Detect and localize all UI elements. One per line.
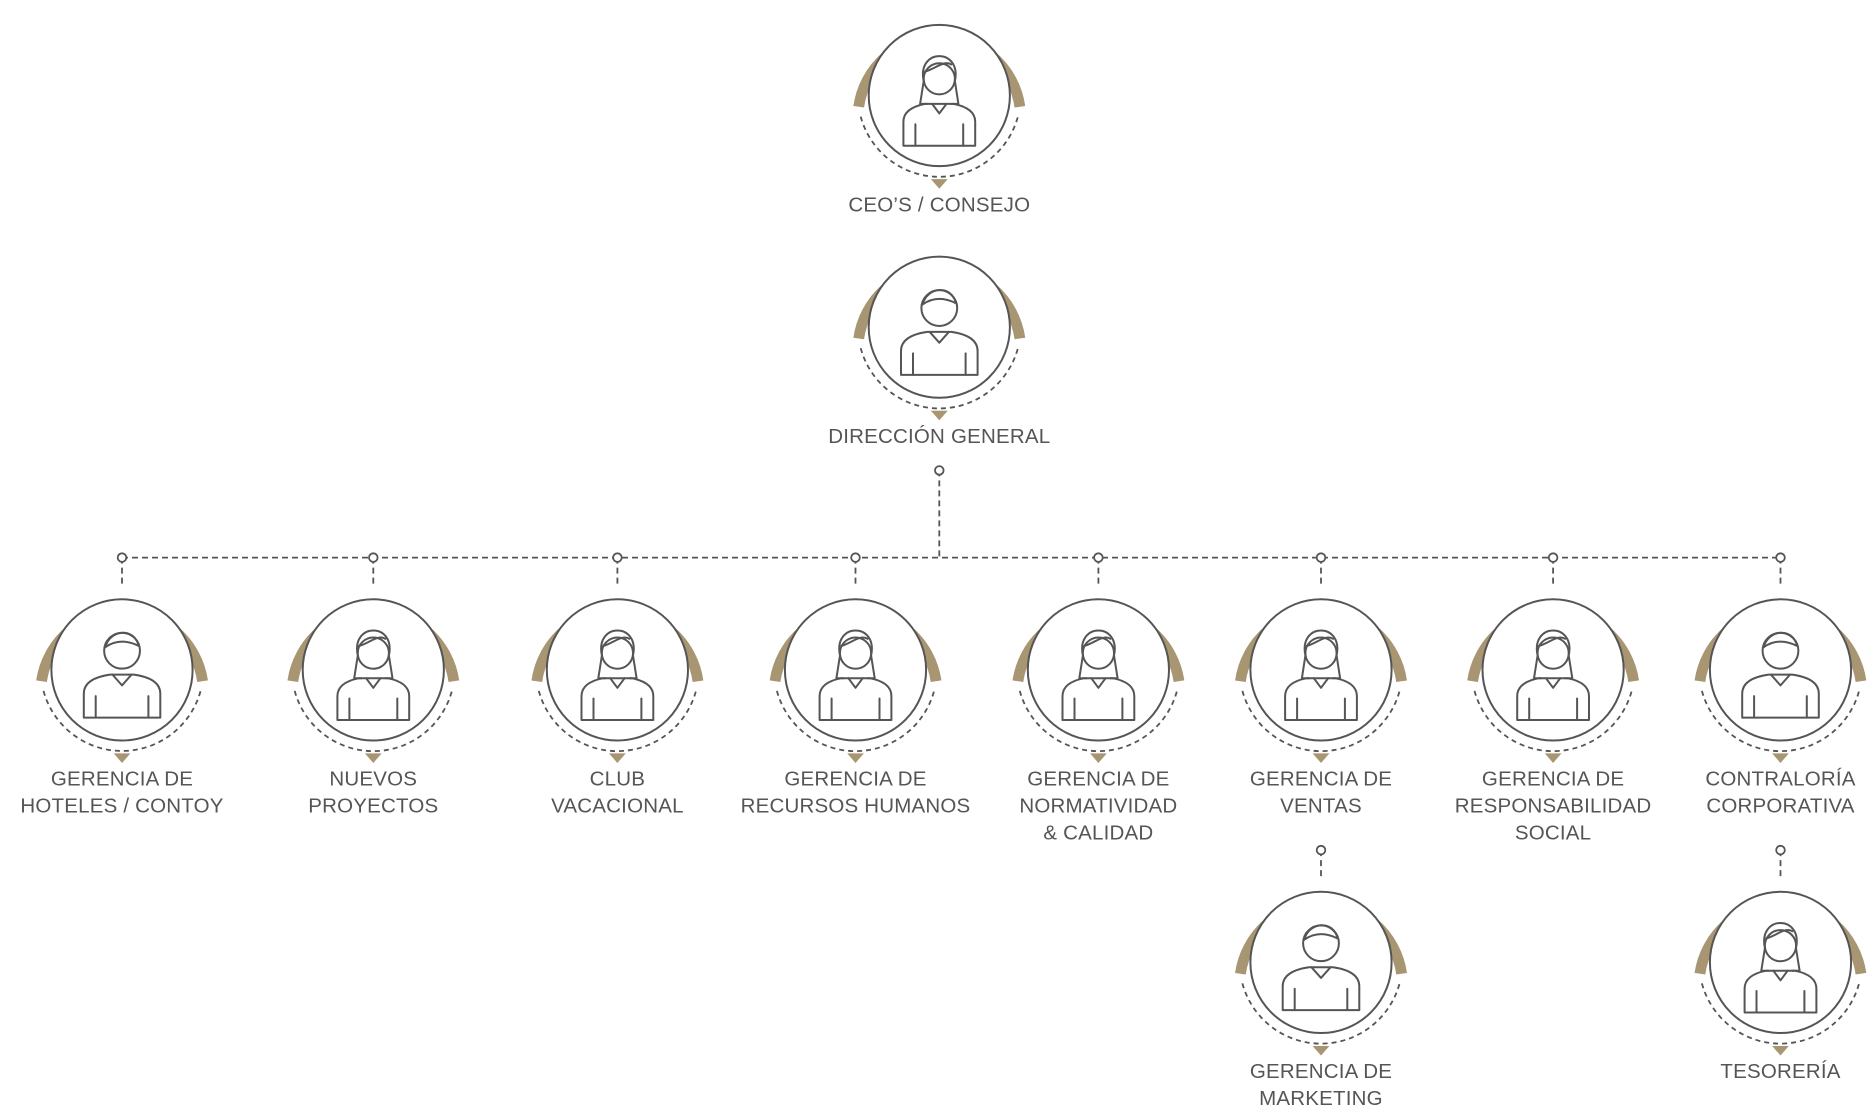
node-label-line: TESORERÍA bbox=[1720, 1060, 1840, 1083]
pointer-triangle-icon bbox=[930, 179, 948, 189]
pointer-triangle-icon bbox=[930, 410, 948, 421]
dashed-arc bbox=[1473, 690, 1633, 752]
avatar-circle bbox=[1249, 890, 1393, 1035]
pointer-triangle-icon bbox=[1772, 753, 1789, 763]
org-node-rrhh: GERENCIA DE RECURSOS HUMANOS bbox=[741, 598, 971, 818]
dashed-arc bbox=[859, 347, 1019, 410]
node-label-line: GERENCIA DE bbox=[1027, 768, 1169, 791]
nodes-layer: CEO’S / CONSEJO DIRECCIÓN GENERAL GERENCIA… bbox=[20, 23, 1867, 1110]
dashed-arc bbox=[776, 690, 935, 752]
female-person-icon bbox=[580, 629, 655, 721]
node-label-line: VACACIONAL bbox=[551, 795, 684, 818]
pointer-triangle-icon bbox=[113, 753, 131, 763]
dashed-arc bbox=[1701, 690, 1860, 752]
node-label-line: GERENCIA DE bbox=[1250, 1060, 1392, 1083]
pointer-triangle-icon bbox=[1312, 753, 1330, 763]
connector-joint bbox=[612, 552, 623, 563]
node-label-line: GERENCIA DE bbox=[1250, 768, 1392, 791]
node-label-line: CEO’S / CONSEJO bbox=[848, 193, 1030, 216]
pointer-triangle-icon bbox=[1312, 1046, 1330, 1056]
connector-joint bbox=[368, 552, 379, 563]
female-person-icon bbox=[336, 629, 411, 721]
org-node-direccion: DIRECCIÓN GENERAL bbox=[828, 255, 1050, 448]
male-person-icon bbox=[82, 631, 162, 719]
dashed-arc bbox=[1018, 690, 1178, 752]
connector-joint bbox=[1775, 552, 1786, 563]
pointer-triangle-icon bbox=[1772, 1046, 1789, 1056]
node-label-line: SOCIAL bbox=[1515, 821, 1591, 844]
connector-joint bbox=[1775, 844, 1786, 856]
org-node-tesoreria: TESORERÍA bbox=[1694, 890, 1867, 1083]
org-node-normatividad: GERENCIA DE NORMATIVIDAD & CALIDAD bbox=[1012, 598, 1185, 844]
connector-joint bbox=[1315, 552, 1327, 563]
dashed-arc bbox=[42, 690, 202, 752]
connector-joint bbox=[850, 552, 861, 563]
female-person-icon bbox=[902, 55, 977, 147]
org-node-club: CLUB VACACIONAL bbox=[531, 598, 704, 818]
female-person-icon bbox=[818, 629, 893, 721]
avatar-circle bbox=[50, 598, 194, 742]
node-label-line: VENTAS bbox=[1280, 795, 1362, 818]
node-label-line: NUEVOS bbox=[329, 768, 417, 791]
male-person-icon bbox=[1741, 631, 1820, 719]
female-person-icon bbox=[1061, 629, 1136, 721]
org-node-responsabilidad: GERENCIA DE RESPONSABILIDAD SOCIAL bbox=[1455, 598, 1652, 844]
male-person-icon bbox=[900, 289, 979, 376]
connector-joint bbox=[1315, 844, 1327, 856]
connector-joint bbox=[116, 552, 128, 563]
node-label-line: PROYECTOS bbox=[308, 795, 438, 818]
org-node-hoteles: GERENCIA DE HOTELES / CONTOY bbox=[20, 598, 224, 818]
node-label-line: CORPORATIVA bbox=[1706, 795, 1854, 818]
org-node-marketing: GERENCIA DE MARKETING bbox=[1235, 890, 1407, 1110]
avatar-circle bbox=[867, 255, 1011, 399]
node-label-line: DIRECCIÓN GENERAL bbox=[828, 425, 1050, 448]
connector-joint bbox=[1547, 552, 1559, 563]
avatar-circle bbox=[1708, 598, 1853, 742]
dashed-arc bbox=[537, 690, 697, 752]
node-label-line: CONTRALORÍA bbox=[1705, 768, 1855, 791]
node-label-line: GERENCIA DE bbox=[1482, 768, 1624, 791]
node-label-line: RESPONSABILIDAD bbox=[1455, 795, 1652, 818]
dashed-arc bbox=[859, 116, 1019, 178]
pointer-triangle-icon bbox=[1090, 753, 1107, 763]
connector-joint bbox=[934, 465, 945, 476]
pointer-triangle-icon bbox=[609, 753, 626, 763]
node-label-line: RECURSOS HUMANOS bbox=[741, 795, 971, 818]
dashed-arc bbox=[293, 690, 453, 752]
pointer-triangle-icon bbox=[1544, 753, 1562, 763]
node-label-line: HOTELES / CONTOY bbox=[20, 795, 223, 818]
female-person-icon bbox=[1516, 629, 1590, 721]
node-label-line: MARKETING bbox=[1259, 1087, 1383, 1110]
dashed-arc bbox=[1241, 690, 1401, 752]
connector-joint bbox=[1093, 552, 1104, 563]
node-label-line: NORMATIVIDAD bbox=[1019, 795, 1177, 818]
org-node-contraloria: CONTRALORÍA CORPORATIVA bbox=[1694, 598, 1867, 818]
dashed-arc bbox=[1701, 983, 1860, 1045]
node-label-line: GERENCIA DE bbox=[784, 768, 926, 791]
org-node-ceo: CEO’S / CONSEJO bbox=[848, 23, 1030, 216]
female-person-icon bbox=[1743, 922, 1818, 1014]
male-person-icon bbox=[1281, 924, 1361, 1012]
node-label-line: & CALIDAD bbox=[1043, 821, 1153, 844]
pointer-triangle-icon bbox=[364, 753, 382, 763]
pointer-triangle-icon bbox=[847, 753, 864, 763]
org-node-ventas: GERENCIA DE VENTAS bbox=[1235, 598, 1407, 818]
org-node-nuevos: NUEVOS PROYECTOS bbox=[287, 598, 460, 818]
dashed-arc bbox=[1241, 983, 1401, 1045]
node-label-line: GERENCIA DE bbox=[51, 768, 193, 791]
connectors-layer bbox=[116, 465, 1786, 877]
female-person-icon bbox=[1284, 629, 1358, 721]
node-label-line: CLUB bbox=[590, 768, 645, 791]
